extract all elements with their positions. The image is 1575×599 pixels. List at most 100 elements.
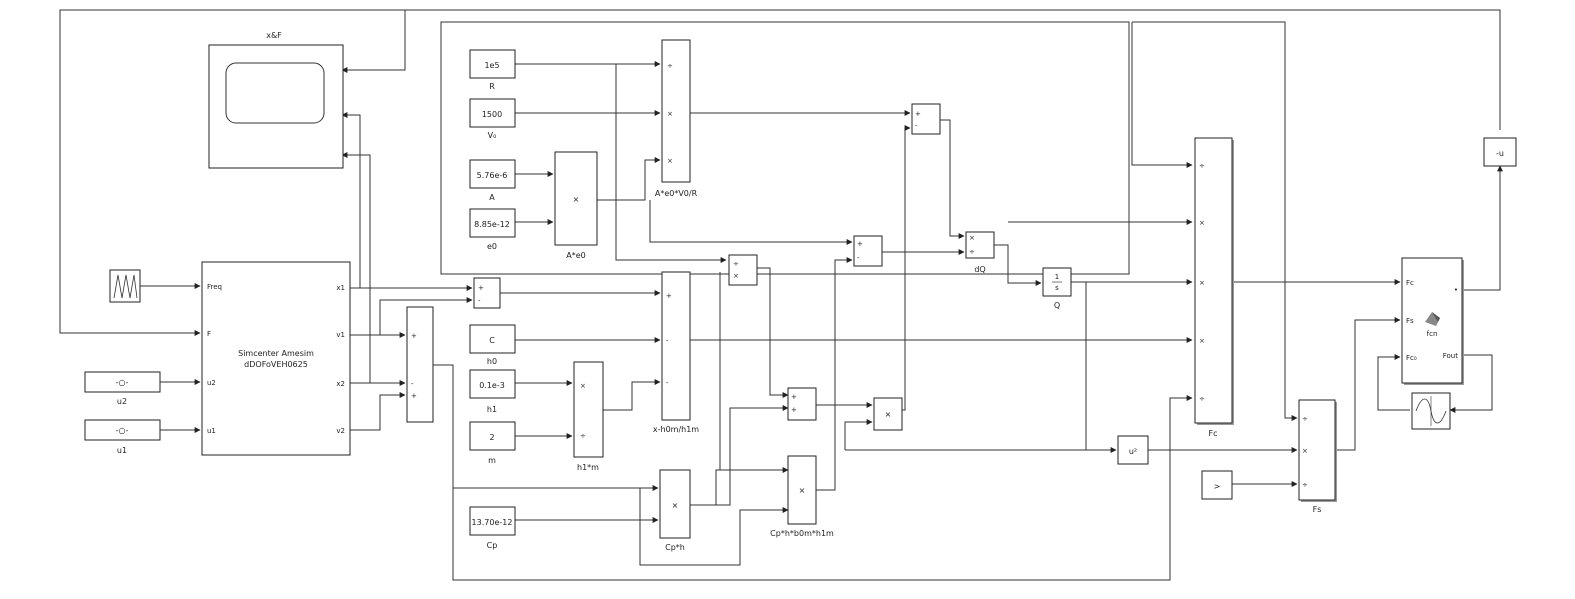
constant-h1-value: 0.1e-3: [479, 381, 505, 390]
svg-text:+: +: [478, 284, 484, 292]
product-Cph-label: Cp*h: [665, 543, 685, 552]
constant-A-value: 5.76e-6: [477, 171, 508, 180]
svg-text:•: •: [1454, 286, 1458, 294]
constant-h0[interactable]: C h0: [469, 324, 516, 366]
sum-small-2[interactable]: + +: [787, 387, 817, 421]
sum-small-5[interactable]: + -: [911, 103, 941, 135]
square-label: u²: [1129, 447, 1137, 456]
constant-e0[interactable]: 8.85e-12 e0: [469, 208, 516, 251]
signal-wires: [59, 9, 1503, 581]
signal-generator-block[interactable]: [109, 269, 141, 303]
constant-Cp-label: Cp: [487, 541, 498, 550]
constant-gain-block[interactable]: >: [1201, 470, 1233, 500]
fcn-icon-label: fcn: [1427, 330, 1438, 338]
matlab-function-block[interactable]: Fc Fs Fc₀ • Fout fcn: [1401, 257, 1464, 385]
port-x1: x1: [336, 284, 345, 292]
svg-text:-: -: [411, 380, 414, 388]
product-h1m[interactable]: × ÷ h1*m: [573, 361, 604, 472]
sum-x1-x2[interactable]: + -: [473, 277, 501, 309]
constant-A-label: A: [489, 193, 495, 202]
svg-text:1: 1: [1055, 273, 1059, 281]
constant-m[interactable]: 2 m: [469, 421, 516, 465]
svg-text:÷: ÷: [580, 432, 586, 440]
svg-text:÷: ÷: [1199, 395, 1205, 403]
product-Cph[interactable]: × Cp*h: [659, 469, 691, 552]
port-v1: v1: [336, 331, 345, 339]
product-Cphmul-label: Cp*h*b0m*h1m: [770, 529, 834, 538]
port-v2: v2: [336, 427, 345, 435]
constant-Cp[interactable]: 13.70e-12 Cp: [469, 506, 516, 550]
constant-m-label: m: [488, 456, 496, 465]
scope-block[interactable]: x&F: [208, 31, 344, 169]
svg-text:×: ×: [1199, 219, 1205, 227]
sum-velocity-block[interactable]: + - +: [406, 306, 434, 423]
constant-h1[interactable]: 0.1e-3 h1: [469, 369, 516, 414]
constant-e0-label: e0: [487, 242, 497, 251]
sum-hsum-label: x-h0m/h1m: [653, 425, 699, 434]
simcenter-amesim-block[interactable]: Simcenter Amesim dDOFoVEH0625 Freq F u2 …: [201, 261, 351, 456]
sum-small-4[interactable]: + -: [853, 235, 883, 267]
fcn-port-out: Fout: [1443, 352, 1458, 360]
divide-small-1[interactable]: ÷ ×: [728, 254, 758, 286]
constant-Cp-value: 13.70e-12: [472, 518, 513, 527]
svg-text:+: +: [411, 332, 417, 340]
fcn-port-in2: Fs: [1406, 317, 1414, 325]
svg-text:×: ×: [573, 195, 580, 204]
sum-hsum[interactable]: + - - x-h0m/h1m: [653, 271, 699, 434]
product-Fs-label: Fs: [1313, 505, 1322, 514]
product-Cphmul[interactable]: × Cp*h*b0m*h1m: [770, 455, 834, 538]
product-A-e0[interactable]: × A*e0: [554, 151, 598, 260]
port-freq: Freq: [207, 283, 222, 291]
svg-text:-○-: -○-: [116, 426, 129, 435]
product-AeV0R[interactable]: ÷ × × A*e0*V0/R: [655, 39, 698, 198]
source-u1-label: u1: [117, 446, 127, 455]
product-Fs[interactable]: ÷ × ÷ Fs: [1298, 399, 1337, 514]
svg-text:×: ×: [1302, 447, 1308, 455]
svg-text:×: ×: [799, 486, 806, 495]
simcenter-title: Simcenter Amesim: [238, 349, 314, 358]
constant-m-value: 2: [489, 433, 494, 442]
svg-text:-○-: -○-: [116, 378, 129, 387]
constant-V0-value: 1500: [482, 110, 502, 119]
negate-label: -u: [1496, 149, 1504, 158]
integrator-Q[interactable]: 1 s Q: [1042, 267, 1072, 310]
simcenter-subtitle: dDOFoVEH0625: [244, 360, 308, 369]
port-u2: u2: [207, 379, 216, 387]
constant-e0-value: 8.85e-12: [474, 220, 510, 229]
svg-text:×: ×: [969, 234, 975, 242]
constant-V0[interactable]: 1500 V₀: [469, 98, 516, 140]
constant-R[interactable]: 1e5 R: [469, 49, 516, 91]
svg-text:+: +: [791, 406, 797, 414]
product-small-3[interactable]: ×: [873, 397, 903, 431]
svg-text:s: s: [1055, 284, 1059, 292]
constant-h0-value: C: [489, 336, 495, 345]
source-u1-block[interactable]: -○- u1: [84, 419, 161, 455]
svg-text:×: ×: [1199, 279, 1205, 287]
product-dQ[interactable]: × ÷ dQ: [965, 231, 995, 274]
fcn-port-in1: Fc: [1406, 279, 1414, 287]
svg-text:-: -: [666, 337, 669, 345]
source-u2-block[interactable]: -○- u2: [84, 371, 161, 406]
source-u2-label: u2: [117, 397, 127, 406]
svg-text:+: +: [791, 393, 797, 401]
svg-text:÷: ÷: [667, 62, 673, 70]
svg-text:+: +: [915, 110, 921, 118]
svg-text:÷: ÷: [733, 260, 739, 268]
square-block[interactable]: u²: [1117, 435, 1149, 465]
constant-h1-label: h1: [487, 405, 497, 414]
svg-text:×: ×: [1199, 337, 1205, 345]
product-Fc[interactable]: ÷ × × × ÷ Fc: [1194, 137, 1234, 438]
matlab-logo-icon: [1425, 312, 1440, 326]
product-AeV0R-label: A*e0*V0/R: [655, 189, 698, 198]
svg-text:+: +: [666, 292, 672, 300]
svg-text:÷: ÷: [1302, 481, 1308, 489]
negate-block[interactable]: -u: [1483, 137, 1517, 167]
sine-display-block[interactable]: [1411, 392, 1451, 430]
svg-text:÷: ÷: [1302, 415, 1308, 423]
svg-text:×: ×: [672, 501, 679, 510]
constant-R-value: 1e5: [484, 61, 499, 70]
product-A-e0-label: A*e0: [566, 251, 585, 260]
svg-text:-: -: [478, 297, 481, 305]
constant-A[interactable]: 5.76e-6 A: [469, 159, 516, 202]
